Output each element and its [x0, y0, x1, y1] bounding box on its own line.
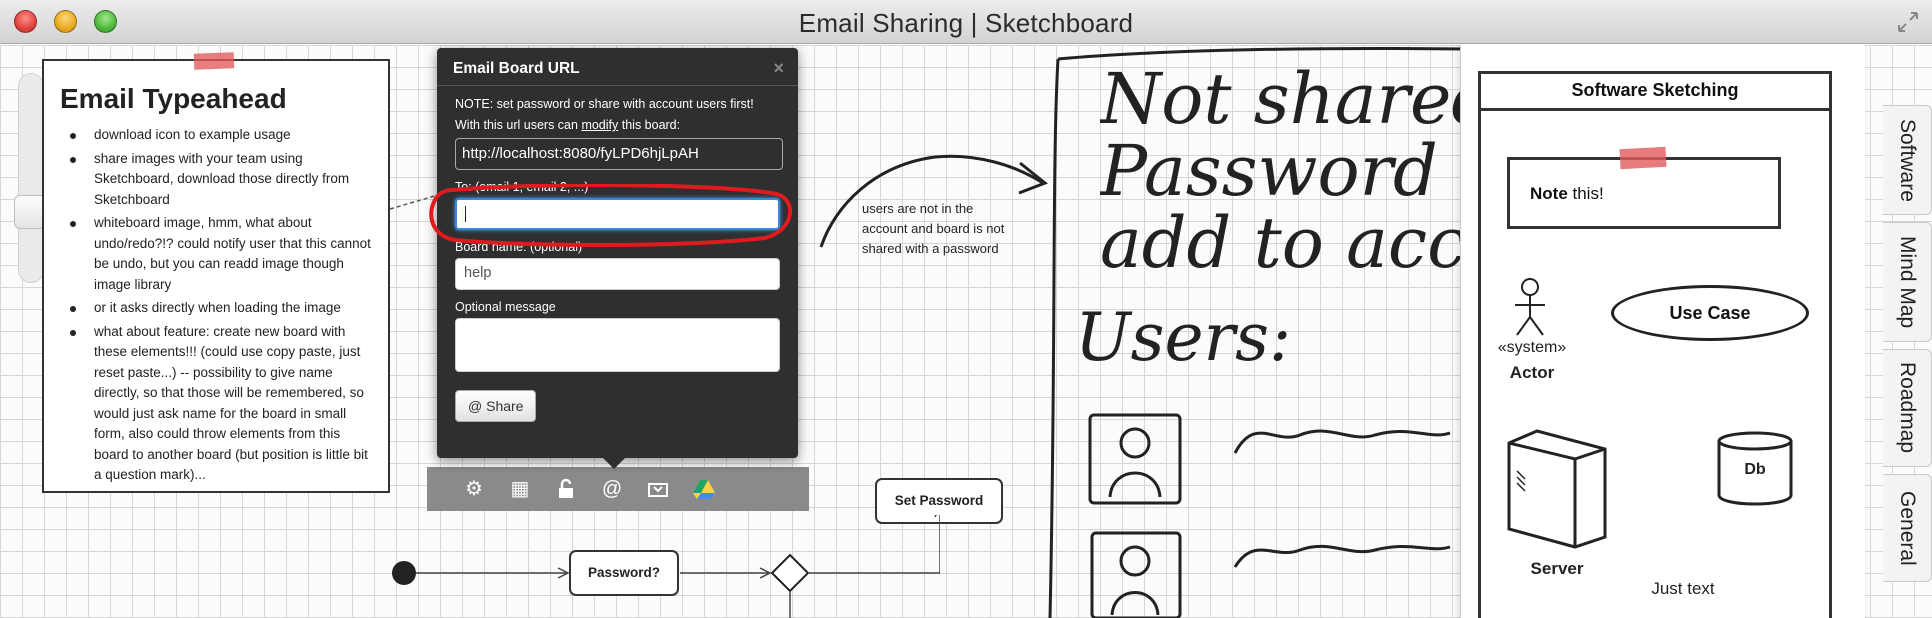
list-item: what about feature: create new board wit…: [60, 322, 374, 486]
close-icon[interactable]: ×: [773, 58, 784, 78]
db-label: Db: [1744, 461, 1766, 478]
note-rest-text: this!: [1567, 184, 1604, 203]
export-icon[interactable]: [645, 476, 671, 502]
dialog-pointer: [603, 458, 625, 469]
note-title: Email Typeahead: [60, 83, 287, 114]
email-board-dialog: Email Board URL × NOTE: set password or …: [437, 48, 798, 458]
email-icon[interactable]: @: [601, 478, 623, 500]
list-item: share images with your team using Sketch…: [60, 149, 374, 211]
grid-icon[interactable]: ▦: [510, 478, 530, 500]
users-note-text: users are not in the account and board i…: [862, 201, 1005, 256]
window-titlebar: Email Sharing | Sketchboard: [0, 0, 1932, 44]
settings-icon[interactable]: ⚙: [465, 478, 483, 500]
database-icon[interactable]: [1715, 431, 1795, 507]
password-decision-box[interactable]: Password?: [569, 550, 679, 596]
dialog-title: Email Board URL: [437, 48, 798, 86]
server-icon[interactable]: [1505, 429, 1609, 549]
text-caret: [465, 206, 466, 223]
email-recipients-input[interactable]: [455, 198, 780, 230]
note-card[interactable]: Email Typeahead download icon to example…: [42, 52, 390, 493]
software-sketching-panel: Software Sketching Note this! «system» A…: [1460, 45, 1865, 618]
list-item: or it asks directly when loading the ima…: [60, 298, 374, 319]
modify-text: With this url users can modify this boar…: [455, 118, 681, 132]
tab-label: Mind Map: [1896, 235, 1919, 329]
share-button[interactable]: @ Share: [455, 390, 537, 422]
zoom-window-button[interactable]: [94, 10, 117, 33]
tab-mind-map[interactable]: Mind Map: [1883, 222, 1932, 342]
note-list: download icon to example usage share ima…: [60, 125, 374, 486]
fullscreen-icon[interactable]: [1896, 10, 1920, 34]
dialog-note-text: NOTE: set password or share with account…: [455, 97, 754, 111]
bottom-toolbar: ⚙ ▦ @: [427, 467, 809, 511]
lock-icon[interactable]: [553, 476, 579, 502]
board-name-input[interactable]: help: [455, 258, 780, 290]
actor-label: Actor: [1509, 363, 1555, 382]
panel-title: Software Sketching: [1478, 71, 1832, 111]
palette-note[interactable]: Note this!: [1507, 146, 1781, 229]
tape-decoration: [1619, 146, 1667, 170]
use-case-shape[interactable]: Use Case: [1611, 285, 1809, 341]
set-password-box[interactable]: Set Password: [875, 478, 1003, 524]
actor-stereotype: «system»: [1497, 339, 1567, 356]
curved-arrow: [819, 154, 1048, 248]
close-window-button[interactable]: [14, 10, 37, 33]
modify-link: modify: [581, 118, 619, 132]
tab-label: General: [1896, 490, 1919, 566]
zoom-slider-track[interactable]: [18, 73, 44, 283]
optional-message-textarea[interactable]: [455, 318, 780, 372]
handwritten-text: Not shared Password c add to acc: [1100, 63, 1460, 279]
just-text-label: Just text: [1651, 579, 1715, 598]
tab-label: Software: [1896, 118, 1919, 202]
connector-line: [389, 194, 439, 210]
tab-label: Roadmap: [1896, 362, 1919, 454]
handwriting-line-3: add to acc: [1100, 202, 1460, 279]
list-item: whiteboard image, hmm, what about undo/r…: [60, 213, 374, 295]
tab-roadmap[interactable]: Roadmap: [1883, 349, 1932, 467]
minimize-window-button[interactable]: [54, 10, 77, 33]
message-label: Optional message: [455, 300, 556, 314]
handwriting-line-1: Not shared: [1100, 63, 1460, 140]
board-url-field[interactable]: http://localhost:8080/fyLPD6hjLpAH: [455, 138, 783, 170]
google-drive-icon[interactable]: [691, 476, 717, 502]
actor-icon[interactable]: [1505, 277, 1555, 339]
tape-decoration: [193, 52, 235, 70]
tab-general[interactable]: General: [1883, 474, 1932, 582]
server-label: Server: [1530, 559, 1584, 578]
panel-frame: [1478, 71, 1832, 618]
window-title: Email Sharing | Sketchboard: [798, 8, 1134, 38]
sketch-canvas[interactable]: Email Typeahead download icon to example…: [0, 45, 1932, 618]
red-highlight-ellipse: [429, 184, 793, 247]
tab-software[interactable]: Software: [1883, 105, 1932, 215]
note-bold-text: Note: [1530, 184, 1568, 203]
handwriting-line-2: Password c: [1100, 130, 1460, 212]
handwritten-users-label: Users:: [1075, 299, 1292, 376]
list-item: download icon to example usage: [60, 125, 374, 146]
flow-connectors: [392, 515, 940, 618]
handwritten-sketch: [1048, 46, 1470, 618]
